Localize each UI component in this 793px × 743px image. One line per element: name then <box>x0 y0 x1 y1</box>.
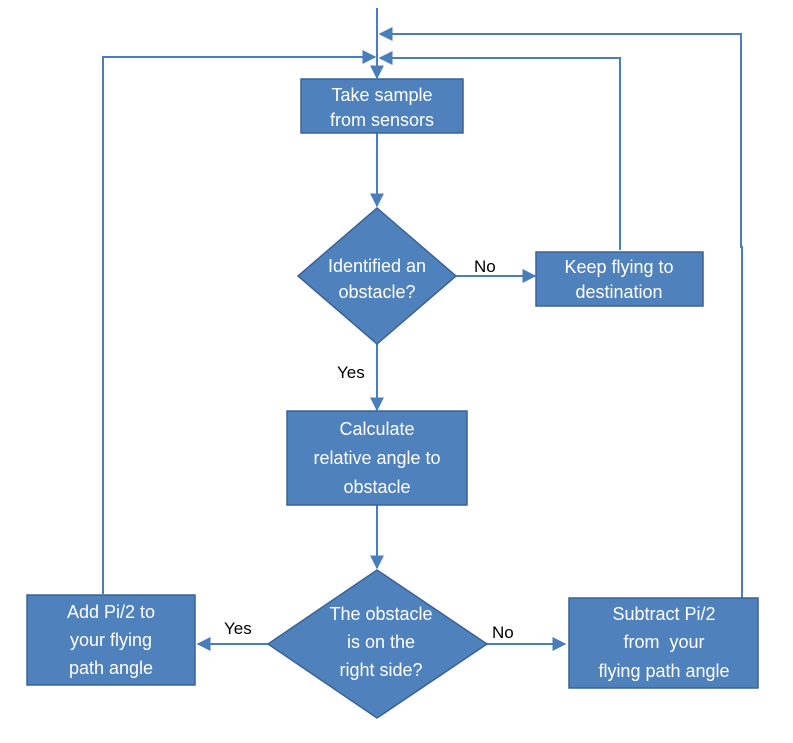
node-calculate: Calculate relative angle to obstacle <box>286 410 468 506</box>
node-right-side-line-3: right side? <box>339 660 422 680</box>
node-take-sample-line-2: from sensors <box>330 110 434 130</box>
label-yes-identified: Yes <box>337 363 365 382</box>
edges <box>102 8 743 651</box>
node-keep-flying: Keep flying to destination <box>535 251 704 307</box>
edge-keepflying-loop <box>378 51 621 250</box>
node-right-side-line-2: is on the <box>347 632 415 652</box>
node-take-sample: Take sample from sensors <box>300 78 464 134</box>
node-right-side: The obstacle is on the right side? <box>266 569 489 719</box>
node-keep-flying-line-1: Keep flying to <box>564 257 673 277</box>
label-yes-rightside: Yes <box>224 619 252 638</box>
node-add-pi-line-1: Add Pi/2 to <box>67 602 155 622</box>
node-subtract-pi-line-3: flying path angle <box>598 661 729 681</box>
node-right-side-line-1: The obstacle <box>329 604 432 624</box>
node-take-sample-line-1: Take sample <box>331 85 432 105</box>
node-calculate-line-2: relative angle to <box>313 448 440 468</box>
node-identified-line-2: obstacle? <box>338 282 415 302</box>
edge-subtractpi-loop <box>378 27 743 598</box>
label-no-rightside: No <box>492 623 514 642</box>
edge-addpi-loop <box>102 50 377 594</box>
node-subtract-pi-line-2: from your <box>623 632 704 652</box>
node-subtract-pi: Subtract Pi/2 from your flying path angl… <box>568 597 759 689</box>
node-add-pi-line-3: path angle <box>69 658 153 678</box>
node-add-pi-line-2: your flying <box>70 630 152 650</box>
node-keep-flying-line-2: destination <box>575 282 662 302</box>
node-identified-obstacle: Identified an obstacle? <box>296 207 458 345</box>
node-add-pi: Add Pi/2 to your flying path angle <box>26 594 196 686</box>
label-no-identified: No <box>474 257 496 276</box>
node-subtract-pi-line-1: Subtract Pi/2 <box>612 604 715 624</box>
node-calculate-line-3: obstacle <box>343 477 410 497</box>
node-identified-line-1: Identified an <box>328 256 426 276</box>
node-calculate-line-1: Calculate <box>339 419 414 439</box>
